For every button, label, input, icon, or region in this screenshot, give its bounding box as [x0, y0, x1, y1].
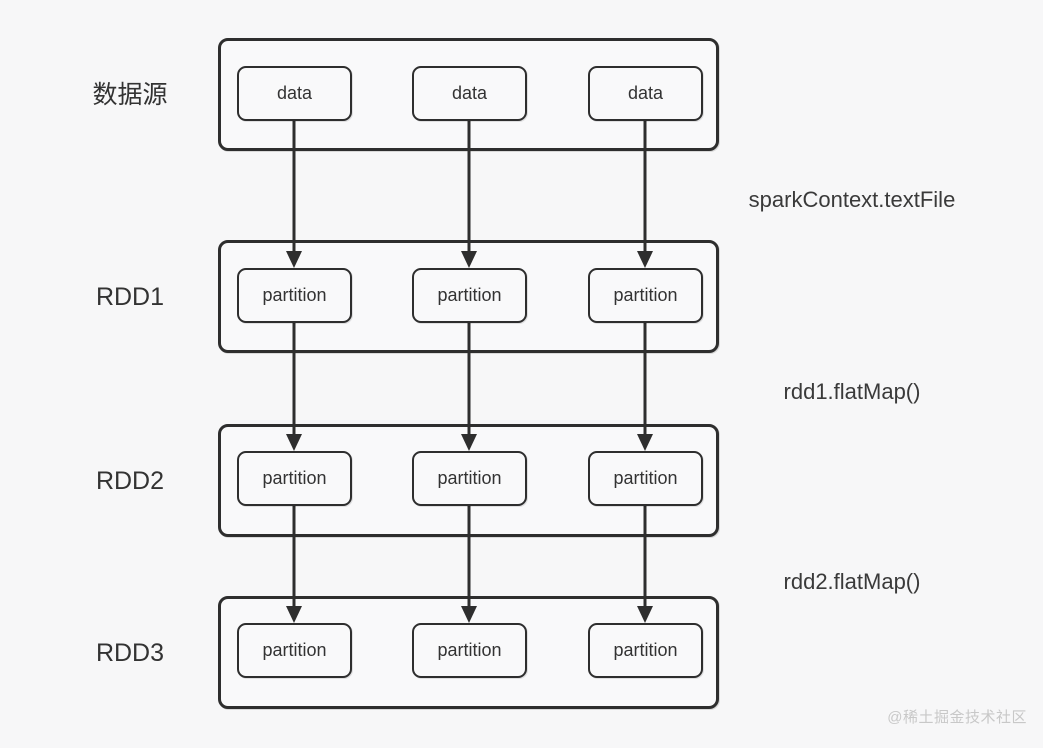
edge-label-textfile: sparkContext.textFile	[748, 187, 956, 212]
edge-label-rdd1-flatmap: rdd1.flatMap()	[783, 379, 921, 404]
partition-box: partition	[412, 451, 527, 506]
row-label-rdd2: RDD2	[95, 467, 165, 495]
partition-box: partition	[237, 451, 352, 506]
row-label-rdd3: RDD3	[95, 639, 165, 667]
partition-box: partition	[412, 623, 527, 678]
data-box: data	[412, 66, 527, 121]
data-box: data	[588, 66, 703, 121]
partition-box: partition	[237, 623, 352, 678]
row-label-rdd1: RDD1	[95, 283, 165, 311]
edge-label-rdd2-flatmap: rdd2.flatMap()	[783, 569, 921, 594]
partition-box: partition	[237, 268, 352, 323]
data-box: data	[237, 66, 352, 121]
row-label-datasource: 数据源	[92, 81, 168, 109]
partition-box: partition	[412, 268, 527, 323]
partition-box: partition	[588, 451, 703, 506]
partition-box: partition	[588, 268, 703, 323]
watermark: @稀土掘金技术社区	[887, 709, 1027, 726]
partition-box: partition	[588, 623, 703, 678]
